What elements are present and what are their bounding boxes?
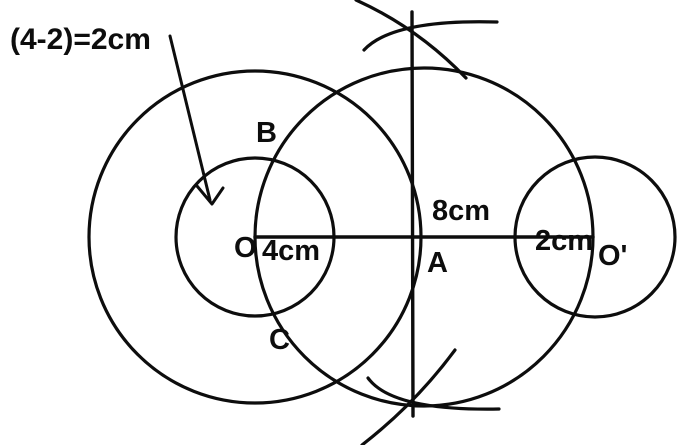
perpendicular-bisector	[410, 10, 415, 418]
radius-label-2cm: 2cm	[535, 225, 594, 257]
pointer-arrow-shaft	[168, 34, 212, 202]
radius-difference-label: (4-2)=2cm	[10, 23, 151, 56]
point-label-C: C	[269, 324, 290, 356]
pointer-arrowhead-icon	[195, 184, 225, 206]
point-label-A: A	[427, 247, 448, 279]
radius-label-4cm: 4cm	[262, 235, 321, 267]
center-label-O-prime: O'	[598, 240, 628, 272]
point-label-B: B	[256, 117, 277, 149]
top-compass-arc-shallow	[362, 20, 499, 52]
top-compass-arc-steep	[354, 0, 468, 80]
bottom-compass-arc-shallow	[366, 376, 501, 411]
bottom-compass-arc-steep	[360, 348, 457, 445]
center-label-O: O	[234, 232, 257, 264]
distance-label-8cm: 8cm	[432, 195, 491, 227]
